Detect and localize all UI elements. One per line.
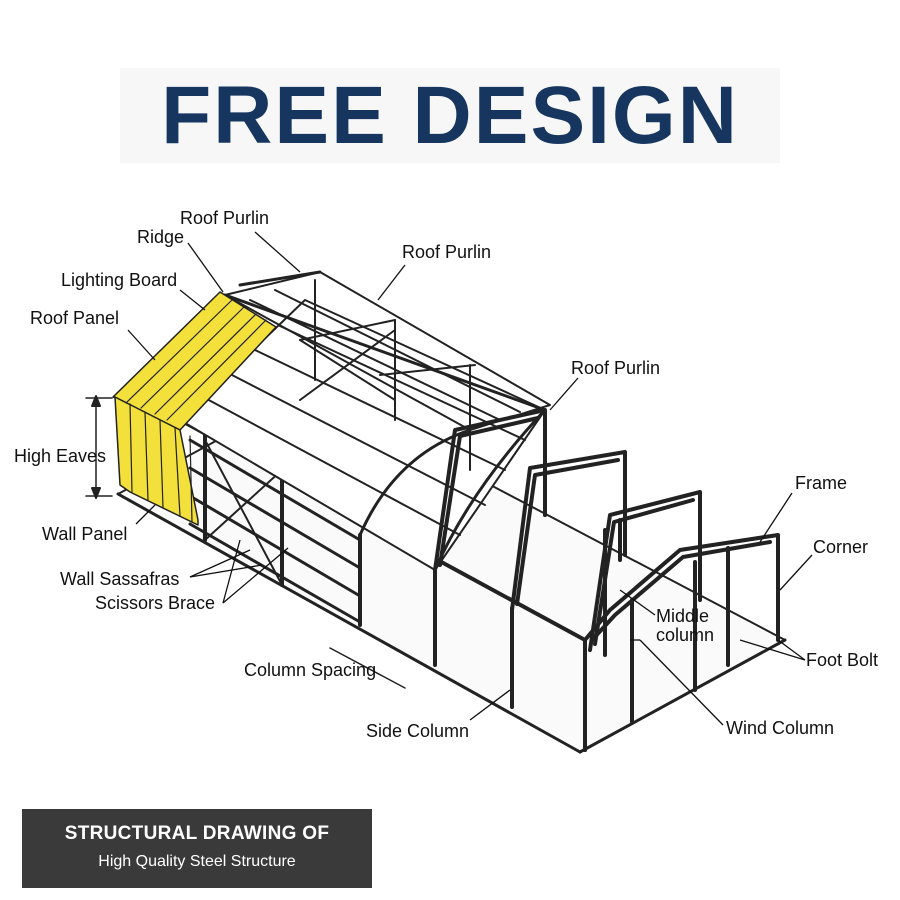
page-title: FREE DESIGN (120, 68, 780, 163)
label-wind-column: Wind Column (726, 718, 834, 738)
wall-panel (114, 396, 199, 526)
floor-edge-end (578, 638, 787, 754)
frame-1 (433, 408, 547, 572)
caption-banner: STRUCTURAL DRAWING OF High Quality Steel… (22, 809, 372, 888)
banner-title: STRUCTURAL DRAWING OF (64, 823, 330, 844)
floor-edge-front (116, 492, 582, 754)
column-spacing-dimension (329, 647, 406, 689)
frame-end (583, 533, 780, 752)
frame-2 (510, 450, 627, 612)
label-wall-sassafras: Wall Sassafras (60, 569, 179, 589)
label-high-eaves: High Eaves (14, 446, 106, 466)
label-wall-panel: Wall Panel (42, 524, 127, 544)
roof-brace (299, 329, 396, 401)
roof-brace (379, 364, 476, 376)
roof-brace (299, 339, 396, 401)
label-side-column: Side Column (366, 721, 469, 741)
structure-drawing (85, 270, 787, 754)
ridge-line (238, 270, 322, 287)
wall-girt (188, 438, 362, 542)
label-roof-purlin-right: Roof Purlin (571, 358, 660, 378)
label-middle-column-line1: Middle (656, 606, 709, 626)
roof-purlin (249, 299, 501, 421)
roof-purlin (279, 325, 526, 441)
banner-subtitle: High Quality Steel Structure (98, 853, 296, 870)
label-ridge: Ridge (137, 227, 184, 247)
label-lighting-board: Lighting Board (61, 270, 177, 290)
label-middle-column-line2: column (656, 625, 714, 645)
leader-lines (127, 231, 813, 726)
label-column-spacing: Column Spacing (244, 660, 376, 680)
label-corner: Corner (813, 537, 868, 557)
wall-girt (188, 494, 362, 598)
scissors-brace (204, 469, 283, 541)
roof-purlin (229, 373, 486, 506)
label-roof-panel: Roof Panel (30, 308, 119, 328)
label-frame: Frame (795, 473, 847, 493)
roof-purlin (254, 349, 506, 471)
label-scissors-brace: Scissors Brace (95, 593, 215, 613)
label-roof-purlin-mid: Roof Purlin (402, 242, 491, 262)
wall-panel-ribs (129, 403, 193, 523)
wall-girt (188, 466, 362, 570)
roof-purlin (204, 397, 461, 536)
roof-panel-ribs (126, 299, 267, 421)
label-roof-purlin-top: Roof Purlin (180, 208, 269, 228)
roof-back-slope (224, 271, 551, 431)
scissors-brace (204, 439, 283, 586)
label-foot-bolt: Foot Bolt (806, 650, 878, 670)
